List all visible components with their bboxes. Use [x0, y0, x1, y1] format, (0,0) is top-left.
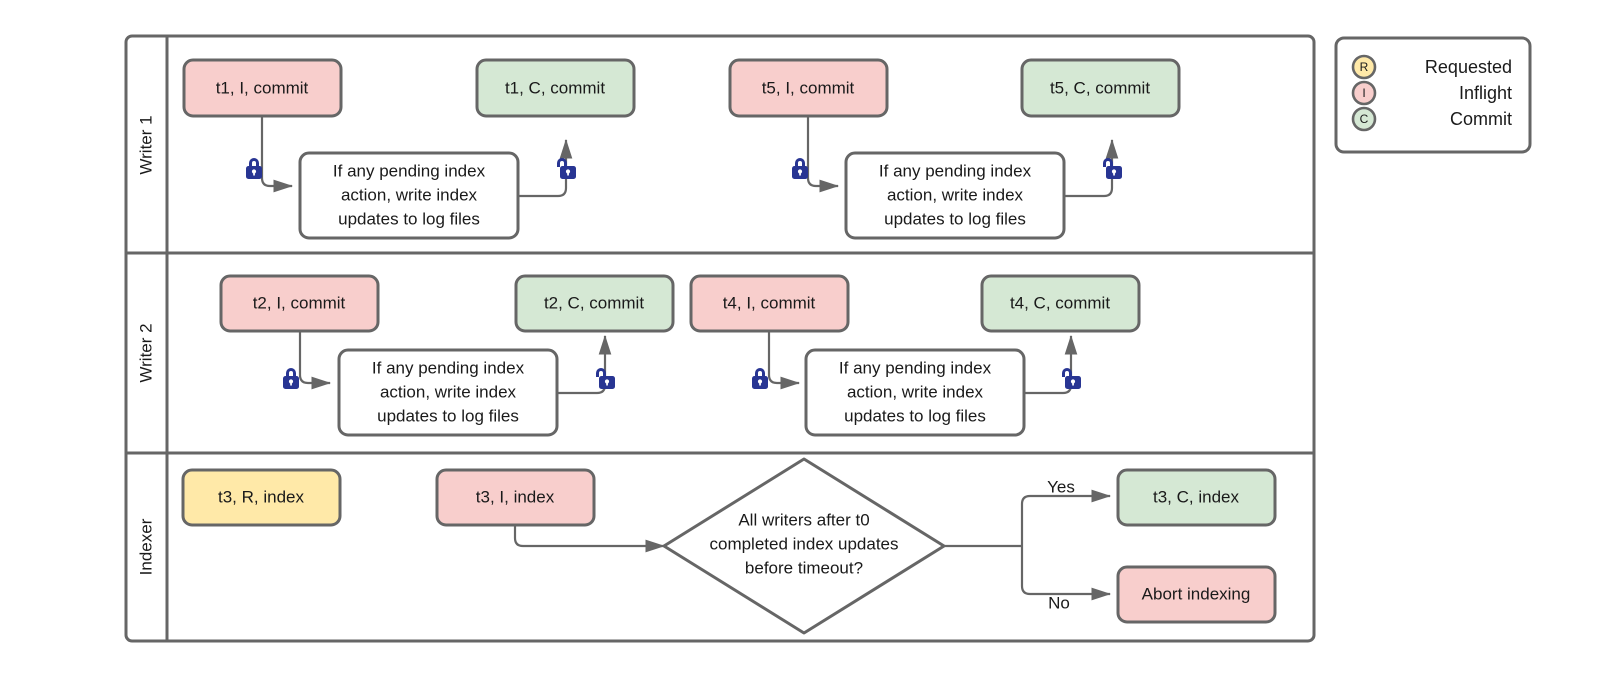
edge-label-no: No	[1048, 593, 1070, 612]
node-w2-t4-commit[interactable]: t4, C, commit	[980, 274, 1141, 333]
node-label: t2, I, commit	[253, 293, 346, 312]
process-line-3: updates to log files	[884, 209, 1026, 228]
node-label: t4, I, commit	[723, 293, 816, 312]
process-line-1: If any pending index	[839, 358, 992, 377]
node-label: t4, C, commit	[1010, 293, 1110, 312]
badge-commit-icon	[1351, 106, 1377, 132]
node-w1-process-1[interactable]: If any pending index action, write index…	[298, 151, 520, 240]
process-line-2: action, write index	[341, 185, 478, 204]
badge-inflight-icon	[1351, 80, 1377, 106]
process-line-1: If any pending index	[372, 358, 525, 377]
writer1-edges	[260, 116, 1119, 198]
process-line-2: action, write index	[380, 382, 517, 401]
legend-label-commit: Commit	[1450, 109, 1512, 129]
decision-line-1: All writers after t0	[738, 510, 869, 529]
badge-requested-icon	[1351, 54, 1377, 80]
node-ix-abort[interactable]: Abort indexing	[1116, 565, 1277, 624]
node-label: t3, R, index	[218, 487, 304, 506]
legend-item-commit: C Commit	[1351, 106, 1512, 132]
badge-letter-requested: R	[1360, 60, 1369, 74]
legend-label-requested: Requested	[1425, 57, 1512, 77]
lane-header-writer2: Writer 2	[136, 323, 155, 382]
lane-label-writer1: Writer 1	[136, 115, 155, 174]
node-label: t3, I, index	[476, 487, 555, 506]
process-line-3: updates to log files	[338, 209, 480, 228]
node-label: t1, I, commit	[216, 78, 309, 97]
process-line-1: If any pending index	[333, 161, 486, 180]
node-label: Abort indexing	[1142, 584, 1251, 603]
node-w1-t5-commit[interactable]: t5, C, commit	[1020, 58, 1181, 118]
node-label: t2, C, commit	[544, 293, 644, 312]
legend-item-inflight: I Inflight	[1351, 80, 1512, 106]
lock-closed-icon	[283, 368, 299, 389]
node-ix-t3-inflight[interactable]: t3, I, index	[435, 468, 596, 527]
lock-open-icon	[1062, 368, 1081, 389]
node-w2-t4-inflight[interactable]: t4, I, commit	[689, 274, 850, 333]
node-w1-t5-inflight[interactable]: t5, I, commit	[728, 58, 889, 118]
lane-label-indexer: Indexer	[136, 518, 155, 575]
decision-line-3: before timeout?	[745, 558, 863, 577]
edge-label-yes: Yes	[1047, 477, 1075, 496]
process-line-3: updates to log files	[844, 406, 986, 425]
lock-closed-icon	[752, 368, 768, 389]
node-label: t1, C, commit	[505, 78, 605, 97]
process-line-2: action, write index	[847, 382, 984, 401]
legend-label-inflight: Inflight	[1459, 83, 1512, 103]
process-line-1: If any pending index	[879, 161, 1032, 180]
lane-label-writer2: Writer 2	[136, 323, 155, 382]
badge-letter-inflight: I	[1362, 86, 1365, 100]
indexer-edges	[513, 489, 1112, 601]
node-w2-process-2[interactable]: If any pending index action, write index…	[804, 348, 1026, 437]
node-ix-t3-requested[interactable]: t3, R, index	[181, 468, 342, 527]
node-label: t3, C, index	[1153, 487, 1239, 506]
node-w2-process-1[interactable]: If any pending index action, write index…	[337, 348, 559, 437]
lock-open-icon	[1103, 158, 1122, 179]
process-line-2: action, write index	[887, 185, 1024, 204]
lane-header-writer1: Writer 1	[136, 115, 155, 174]
lock-open-icon	[557, 158, 576, 179]
node-label: t5, I, commit	[762, 78, 855, 97]
node-w1-t1-inflight[interactable]: t1, I, commit	[182, 58, 343, 118]
node-w2-t2-commit[interactable]: t2, C, commit	[514, 274, 675, 333]
node-w1-process-2[interactable]: If any pending index action, write index…	[844, 151, 1066, 240]
decision-line-2: completed index updates	[709, 534, 898, 553]
node-w1-t1-commit[interactable]: t1, C, commit	[475, 58, 636, 118]
node-ix-t3-commit[interactable]: t3, C, index	[1116, 468, 1277, 527]
node-w2-t2-inflight[interactable]: t2, I, commit	[219, 274, 380, 333]
process-line-3: updates to log files	[377, 406, 519, 425]
lane-header-indexer: Indexer	[136, 518, 155, 575]
lock-closed-icon	[246, 158, 262, 179]
lock-closed-icon	[792, 158, 808, 179]
badge-letter-commit: C	[1360, 112, 1369, 126]
swimlane-frame	[124, 34, 1316, 643]
node-label: t5, C, commit	[1050, 78, 1150, 97]
lock-open-icon	[596, 368, 615, 389]
node-ix-decision[interactable]: All writers after t0 completed index upd…	[662, 457, 946, 635]
legend-panel: R Requested I Inflight C Commit	[1334, 36, 1532, 154]
legend-item-requested: R Requested	[1351, 54, 1512, 80]
